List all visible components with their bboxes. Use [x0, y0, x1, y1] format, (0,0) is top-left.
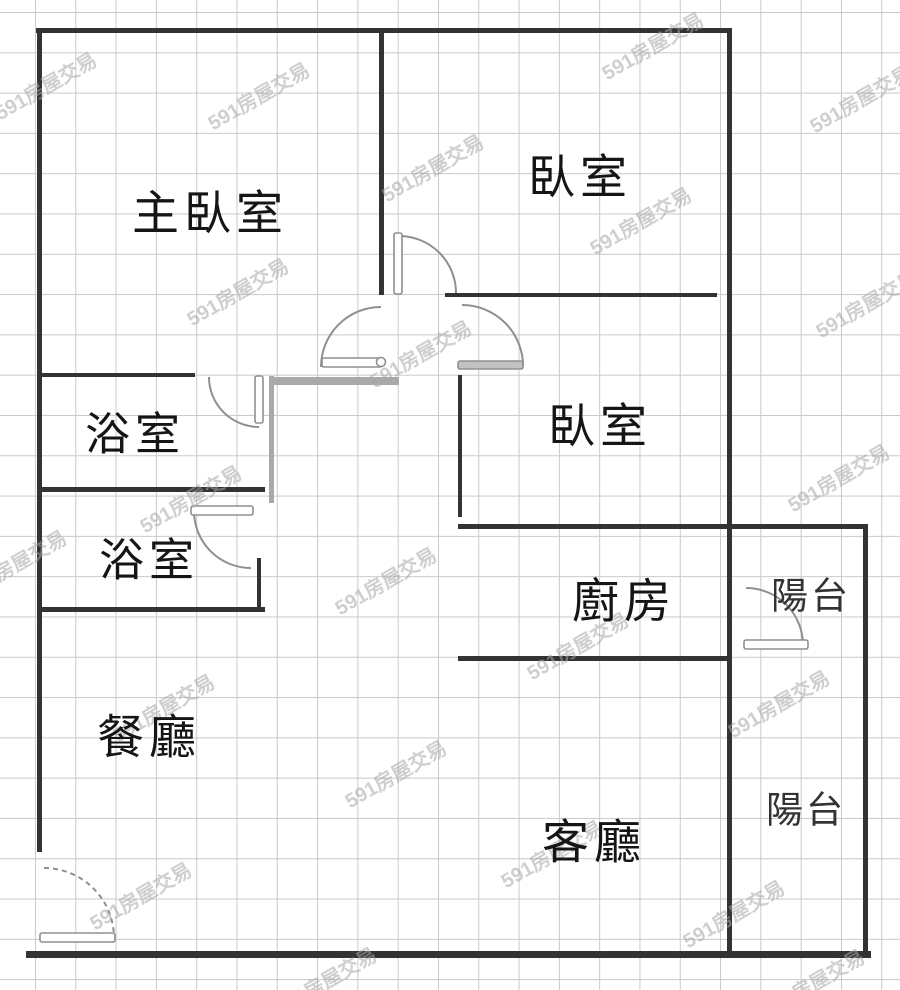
room-label-balcony-1: 陽台	[771, 575, 851, 617]
room-label-dining-room: 餐廳	[97, 710, 201, 764]
outer-right-wall	[727, 28, 732, 957]
watermark-text: 591房屋交易	[759, 946, 869, 990]
bedroom-middle-door-swing	[461, 304, 524, 367]
kitchen-bottom-wall	[458, 656, 732, 661]
outer-bottom-wall	[26, 951, 871, 958]
outer-left-wall	[37, 28, 42, 852]
room-label-bedroom-top: 臥室	[528, 150, 632, 204]
bedroom-middle-top-wall	[445, 293, 717, 297]
bedroom-top-door-leaf	[393, 232, 403, 295]
watermark-text: 591房屋交易	[183, 255, 293, 332]
master-bedroom-door-swing	[320, 306, 382, 368]
room-label-bathroom-1: 浴室	[84, 408, 186, 460]
room-label-bathroom-2: 浴室	[98, 534, 200, 586]
watermark-text: 591房屋交易	[366, 317, 476, 394]
bathroom-divider-wall	[37, 487, 265, 492]
balcony-door-leaf	[743, 639, 809, 650]
watermark-text: 591房屋交易	[679, 877, 789, 954]
watermark-text: 591房屋交易	[86, 859, 196, 936]
bathroom1-top-wall	[37, 373, 195, 377]
bedroom-middle-door-leaf	[457, 360, 524, 370]
bathroom1-door-swing	[208, 376, 260, 428]
watermark-text: 591房屋交易	[0, 49, 101, 126]
bathroom2-door-leaf	[190, 505, 254, 516]
watermark-text: 591房屋交易	[136, 462, 246, 539]
bedroom-middle-left-wall	[458, 375, 462, 517]
balcony-right-wall	[863, 524, 868, 954]
bathroom2-bottom-wall	[37, 607, 265, 612]
balcony-door-swing	[745, 587, 804, 646]
watermark-text: 591房屋交易	[331, 544, 441, 621]
kitchen-balcony-top-wall	[458, 524, 868, 529]
bathroom1-right-wall	[269, 376, 274, 503]
center-vertical-wall	[379, 28, 384, 295]
master-bedroom-door-hinge	[375, 356, 387, 368]
watermark-text: 591房屋交易	[0, 527, 71, 604]
room-label-master-bedroom: 主臥室	[132, 186, 288, 240]
room-label-kitchen: 廚房	[572, 574, 676, 628]
bathroom2-door-swing	[193, 510, 252, 569]
hallway-gray-wall	[269, 377, 399, 385]
entry-door-leaf	[39, 932, 116, 943]
watermark-text: 591房屋交易	[341, 737, 451, 814]
watermark-text: 591房屋交易	[271, 944, 381, 990]
watermark-text: 591房屋交易	[204, 59, 314, 136]
watermark-text: 591房屋交易	[378, 131, 488, 208]
watermark-text: 591房屋交易	[806, 62, 900, 139]
watermark-text: 591房屋交易	[724, 667, 834, 744]
bathroom2-right-stub-wall	[257, 558, 261, 609]
room-label-bedroom-middle: 臥室	[548, 399, 652, 453]
watermark-text: 591房屋交易	[784, 441, 894, 518]
watermark-text: 591房屋交易	[598, 9, 708, 86]
bathroom1-door-leaf	[254, 375, 264, 424]
bedroom-top-door-swing	[398, 235, 457, 294]
watermark-text: 591房屋交易	[812, 267, 900, 344]
room-label-balcony-2: 陽台	[766, 789, 846, 831]
room-label-living-room: 客廳	[542, 815, 646, 869]
entry-door-swing	[43, 867, 115, 939]
